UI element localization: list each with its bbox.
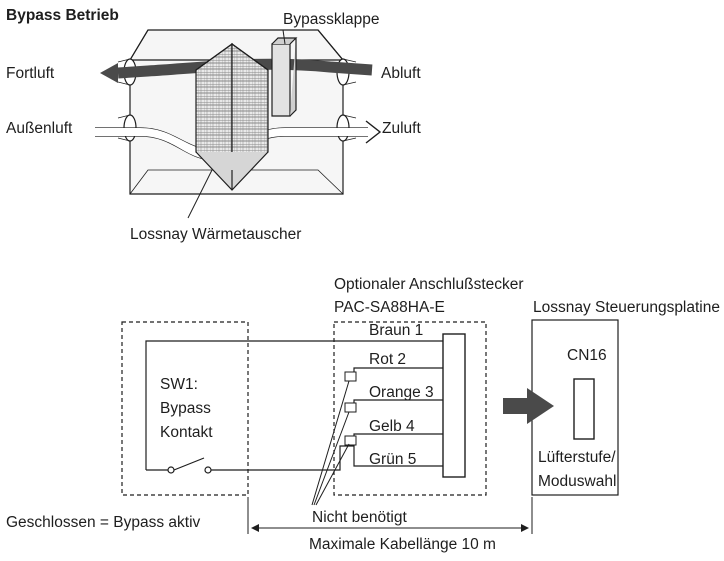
wire-gruen	[208, 445, 443, 471]
switch-box	[121, 321, 249, 496]
cn16-socket	[573, 378, 595, 440]
signal-arrow-icon	[503, 388, 554, 424]
heat-exchanger	[195, 42, 269, 191]
bypassklappe-label: Bypassklappe	[283, 11, 380, 28]
waermetauscher-label: Lossnay Wärmetauscher	[130, 226, 301, 243]
switch-label-line: Bypass	[160, 400, 211, 417]
aussenluft-label: Außenluft	[6, 120, 73, 137]
fortluft-arrow-icon	[100, 63, 118, 83]
abluft-label: Abluft	[381, 65, 421, 82]
cable-length-dimension	[247, 497, 533, 534]
connector-block	[442, 333, 466, 478]
wire-braun	[145, 340, 443, 470]
zuluft-label: Zuluft	[382, 120, 421, 137]
cn16-label: CN16	[567, 347, 607, 364]
geschlossen-label: Geschlossen = Bypass aktiv	[6, 514, 201, 531]
connector-box	[333, 321, 487, 496]
wire-label: Rot 2	[369, 351, 406, 368]
mode-label-line: Moduswahl	[538, 473, 616, 490]
board-title: Lossnay Steuerungsplatine	[533, 299, 720, 316]
fortluft-label: Fortluft	[6, 65, 55, 82]
connector-title: Optionaler Anschlußstecker	[334, 276, 524, 293]
switch-terminal-right	[204, 466, 212, 474]
mode-label-line: Lüfterstufe/	[538, 449, 616, 466]
bypass-damper	[271, 37, 298, 117]
bypassklappe-leader	[282, 29, 286, 45]
switch-contact	[173, 457, 205, 471]
wire-label: Gelb 4	[369, 418, 415, 435]
switch-terminal-left	[167, 466, 175, 474]
nicht-benoetigt-leaders	[311, 380, 350, 506]
zuluft-arrow-icon	[365, 120, 382, 144]
wire-label: Grün 5	[369, 451, 416, 468]
switch-label-line: SW1:	[160, 376, 198, 393]
switch-label-line: Kontakt	[160, 424, 213, 441]
diagram-title: Bypass Betrieb	[6, 7, 119, 24]
wire-label: Orange 3	[369, 384, 434, 401]
kabellaenge-label: Maximale Kabellänge 10 m	[309, 536, 496, 553]
connector-model: PAC-SA88HA-E	[334, 299, 445, 316]
waermetauscher-leader	[187, 169, 213, 219]
wire-label: Braun 1	[369, 322, 423, 339]
wire-rot	[353, 367, 443, 373]
nicht-benoetigt-label: Nicht benötigt	[312, 509, 407, 526]
unused-terminals	[344, 371, 357, 446]
